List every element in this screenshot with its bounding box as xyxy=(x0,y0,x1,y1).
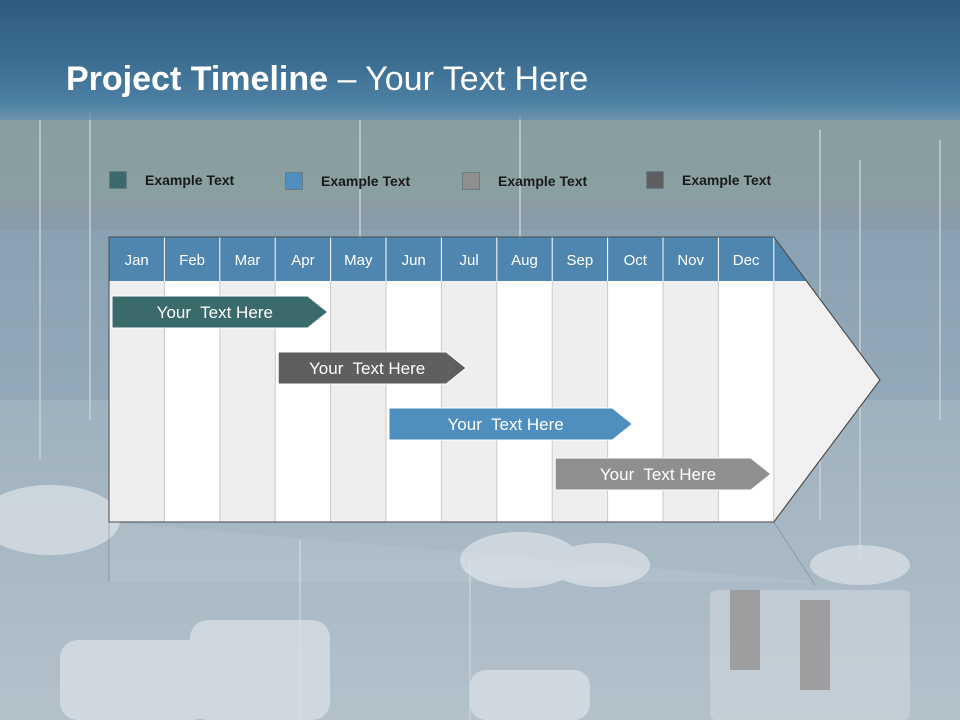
legend-label: Example Text xyxy=(321,173,411,189)
month-header-band xyxy=(109,237,807,281)
title-bold: Project Timeline xyxy=(66,60,329,98)
month-column xyxy=(441,281,497,522)
legend-swatch xyxy=(109,171,127,189)
legend-item-4: Example Text xyxy=(646,171,771,189)
month-label: Mar xyxy=(235,252,261,269)
task-bar[interactable] xyxy=(277,351,467,385)
month-column xyxy=(330,281,386,522)
task-bar[interactable] xyxy=(554,457,772,491)
task-bar[interactable] xyxy=(111,295,329,329)
month-label: Oct xyxy=(624,252,648,269)
month-label: Feb xyxy=(179,252,205,269)
task-label: Your Text Here xyxy=(600,465,716,484)
month-label: Nov xyxy=(677,252,704,269)
title-rest: – Your Text Here xyxy=(328,60,589,98)
arrow-reflection-edge xyxy=(773,521,816,586)
task-label: Your Text Here xyxy=(157,303,273,322)
month-label: Apr xyxy=(291,252,314,269)
month-label: May xyxy=(344,252,373,269)
legend-item-1: Example Text xyxy=(109,171,234,189)
header-band xyxy=(0,0,960,120)
task-bar[interactable] xyxy=(388,407,634,441)
month-label: Dec xyxy=(733,252,760,269)
timeline-arrow-outline xyxy=(108,236,881,523)
task-label: Your Text Here xyxy=(309,359,425,378)
month-label: Aug xyxy=(511,252,538,269)
month-label: Jul xyxy=(460,252,479,269)
legend-item-3: Example Text xyxy=(462,172,587,190)
month-label: Jan xyxy=(125,252,149,269)
arrow-reflection xyxy=(109,522,819,582)
legend-item-2: Example Text xyxy=(285,172,410,190)
task-label: Your Text Here xyxy=(448,415,564,434)
legend-label: Example Text xyxy=(682,172,772,188)
month-column xyxy=(386,281,442,522)
month-column xyxy=(496,281,553,522)
legend-swatch xyxy=(285,172,303,190)
legend-label: Example Text xyxy=(145,172,235,188)
legend-label: Example Text xyxy=(498,173,588,189)
month-label: Jun xyxy=(402,252,426,269)
legend-swatch xyxy=(646,171,664,189)
month-label: Sep xyxy=(567,252,594,269)
page-title: Project Timeline – Your Text Here xyxy=(66,60,588,99)
legend-swatch xyxy=(462,172,480,190)
